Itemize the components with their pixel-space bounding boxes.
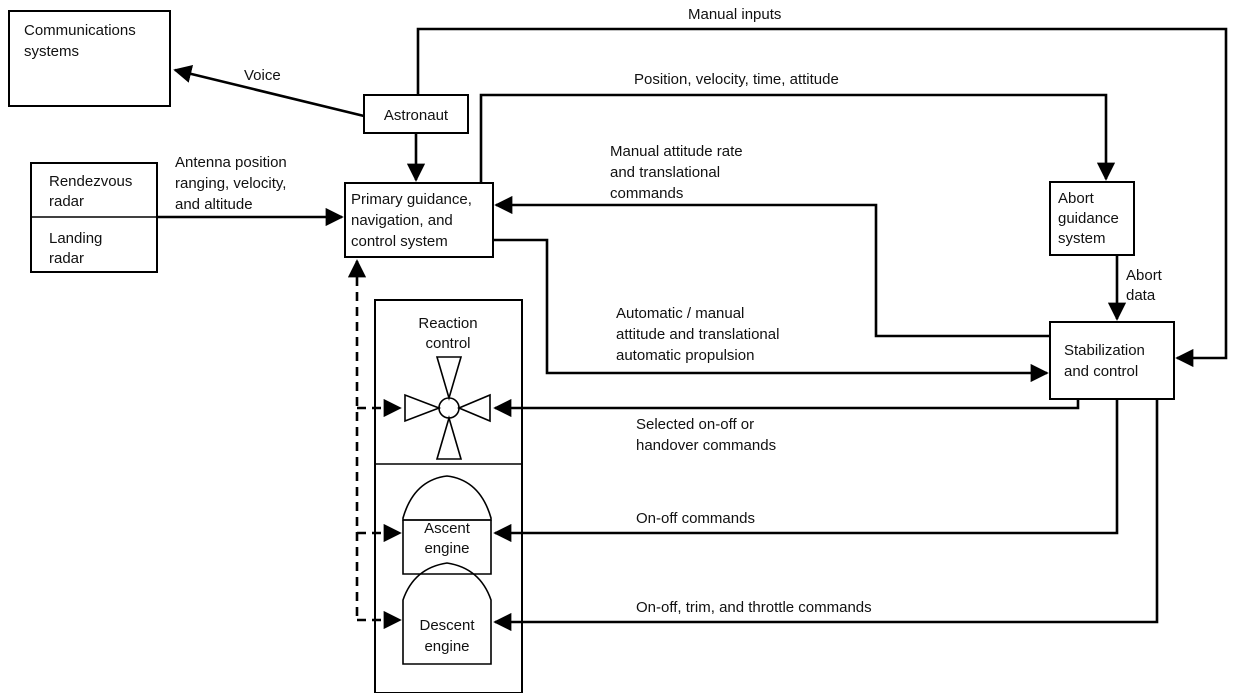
descent-engine-icon xyxy=(402,562,492,665)
abort-guidance-box xyxy=(1049,181,1135,256)
onoff-trim-label: On-off, trim, and throttle commands xyxy=(636,599,872,616)
pgnc-label-1: Primary guidance, xyxy=(351,191,472,208)
landing-radar-label-2: radar xyxy=(49,250,84,267)
manual-attitude-label-1: Manual attitude rate xyxy=(610,143,743,160)
reaction-control-label-2: control xyxy=(425,335,470,352)
pgnc-box xyxy=(344,182,494,258)
voice-arrow xyxy=(173,65,365,118)
manual-inputs-label: Manual inputs xyxy=(688,6,781,23)
automatic-label-3: automatic propulsion xyxy=(616,347,754,364)
abort-guidance-label-2: guidance xyxy=(1058,210,1119,227)
abort-data-label-2: data xyxy=(1126,287,1156,304)
communications-box xyxy=(8,10,171,107)
manual-attitude-arrow xyxy=(494,195,1050,338)
pgnc-label-3: control system xyxy=(351,233,448,250)
astronaut-label: Astronaut xyxy=(384,107,449,124)
antenna-label-2: ranging, velocity, xyxy=(175,175,286,192)
ascent-engine-label-1: Ascent xyxy=(424,520,471,537)
automatic-label-1: Automatic / manual xyxy=(616,305,744,322)
selected-label-2: handover commands xyxy=(636,437,776,454)
onoff-label: On-off commands xyxy=(636,510,755,527)
pos-vel-label: Position, velocity, time, attitude xyxy=(634,71,839,88)
rendezvous-radar-label-1: Rendezvous xyxy=(49,173,132,190)
manual-attitude-label-2: and translational xyxy=(610,164,720,181)
manual-attitude-label-3: commands xyxy=(610,185,683,202)
selected-label-1: Selected on-off or xyxy=(636,416,754,433)
ascent-engine-label-2: engine xyxy=(424,540,469,557)
communications-label-2: systems xyxy=(24,43,79,60)
descent-engine-label-1: Descent xyxy=(419,617,475,634)
abort-guidance-label-1: Abort xyxy=(1058,190,1095,207)
communications-label-1: Communications xyxy=(24,22,136,39)
voice-label: Voice xyxy=(244,67,281,84)
abort-guidance-label-3: system xyxy=(1058,230,1106,247)
rendezvous-radar-label-2: radar xyxy=(49,193,84,210)
reaction-control-label-1: Reaction xyxy=(418,315,477,332)
onoff-trim-arrow xyxy=(493,399,1159,632)
antenna-label-3: and altitude xyxy=(175,196,253,213)
onoff-arrow xyxy=(493,399,1119,543)
ascent-engine-icon xyxy=(402,475,492,521)
selected-commands-arrow xyxy=(493,398,1080,418)
landing-radar-label-1: Landing xyxy=(49,230,102,247)
automatic-label-2: attitude and translational xyxy=(616,326,779,343)
automatic-arrow xyxy=(493,238,1049,383)
thruster-quad-icon xyxy=(404,356,491,460)
descent-engine-label-2: engine xyxy=(424,638,469,655)
stabilization-box xyxy=(1049,321,1175,400)
engines-box xyxy=(374,299,523,693)
stabilization-label-1: Stabilization xyxy=(1064,342,1145,359)
abort-data-label-1: Abort xyxy=(1126,267,1163,284)
antenna-label-1: Antenna position xyxy=(175,154,287,171)
pos-vel-arrow xyxy=(479,93,1116,183)
manual-inputs-arrow xyxy=(416,27,1228,368)
pgnc-label-2: navigation, and xyxy=(351,212,453,229)
stabilization-label-2: and control xyxy=(1064,363,1138,380)
